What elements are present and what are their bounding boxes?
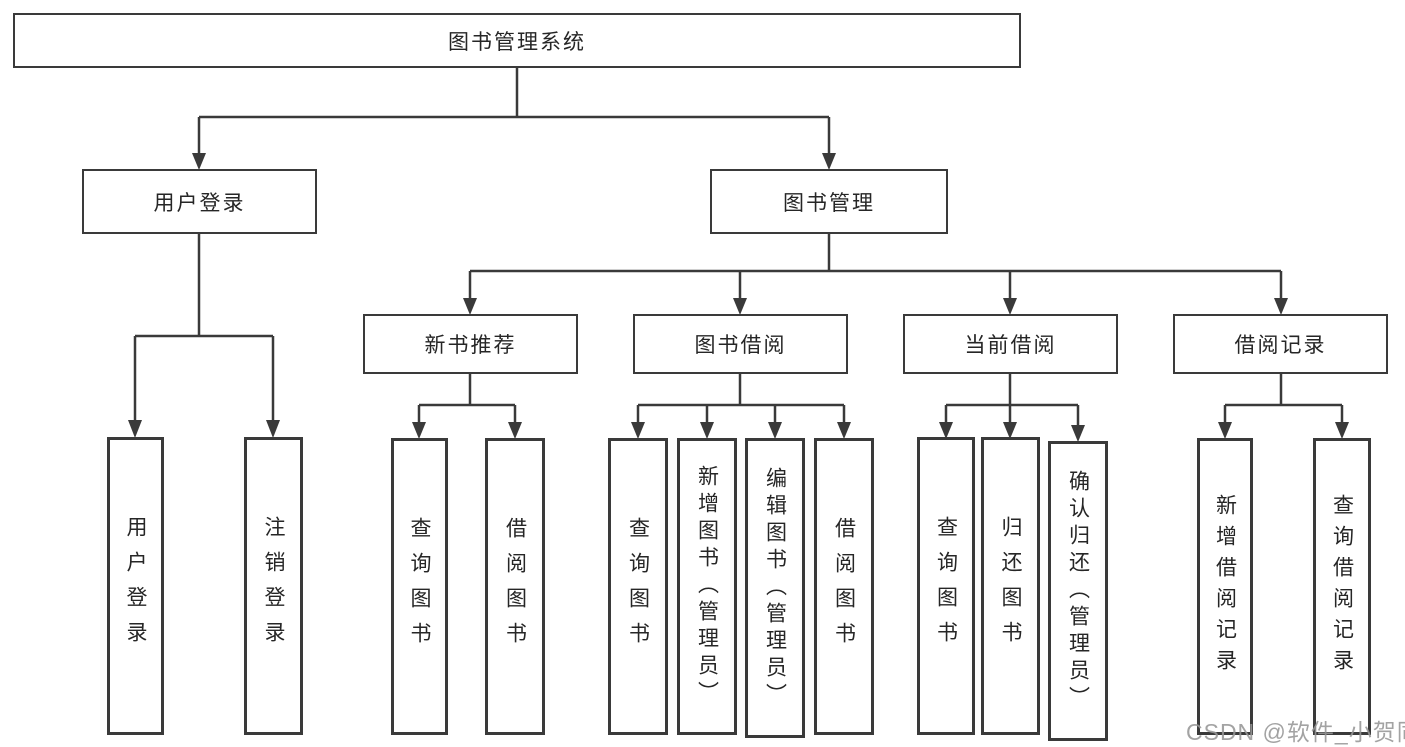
node-borrow-records: 借阅记录	[1173, 314, 1388, 374]
leaf-borrow-add-books-admin-label: 新增图书（管理员）	[695, 465, 719, 708]
leaf-records-add-record: 新增借阅记录	[1197, 438, 1253, 735]
leaf-records-add-record-label: 新增借阅记录	[1213, 493, 1237, 680]
leaf-current-return-books: 归还图书	[981, 437, 1040, 735]
node-user-login-label: 用户登录	[153, 191, 246, 215]
leaf-user-login-label: 用户登录	[124, 516, 147, 656]
leaf-borrow-borrow-books: 借阅图书	[814, 438, 874, 735]
leaf-newbook-borrow-books: 借阅图书	[485, 438, 545, 735]
node-book-management: 图书管理	[710, 169, 948, 234]
leaf-current-confirm-return-admin-label: 确认归还（管理员）	[1066, 469, 1090, 713]
leaf-current-confirm-return-admin: 确认归还（管理员）	[1048, 441, 1108, 741]
leaf-logout: 注销登录	[244, 437, 303, 735]
node-book-management-label: 图书管理	[783, 191, 875, 215]
node-borrow-records-label: 借阅记录	[1234, 334, 1327, 357]
leaf-records-query-record-label: 查询借阅记录	[1330, 493, 1354, 680]
leaf-borrow-query-books: 查询图书	[608, 438, 668, 735]
leaf-newbook-borrow-books-label: 借阅图书	[503, 516, 527, 657]
leaf-logout-label: 注销登录	[262, 516, 285, 656]
node-current-borrow-label: 当前借阅	[964, 334, 1057, 357]
leaf-borrow-edit-books-admin: 编辑图书（管理员）	[745, 438, 805, 738]
node-new-book-recommend: 新书推荐	[363, 314, 578, 374]
leaf-user-login: 用户登录	[107, 437, 164, 735]
leaf-borrow-edit-books-admin-label: 编辑图书（管理员）	[763, 466, 787, 710]
leaf-newbook-query-books: 查询图书	[391, 438, 448, 735]
leaf-newbook-query-books-label: 查询图书	[408, 516, 431, 657]
node-user-login: 用户登录	[82, 169, 317, 234]
node-root-label: 图书管理系统	[448, 30, 586, 54]
node-book-borrow: 图书借阅	[633, 314, 848, 374]
node-new-book-recommend-label: 新书推荐	[424, 334, 517, 357]
node-current-borrow: 当前借阅	[903, 314, 1118, 374]
csdn-watermark: CSDN @软件_小贺同学	[1186, 719, 1405, 745]
leaf-borrow-borrow-books-label: 借阅图书	[832, 516, 856, 657]
leaf-borrow-add-books-admin: 新增图书（管理员）	[677, 438, 737, 735]
leaf-borrow-query-books-label: 查询图书	[626, 516, 650, 657]
leaf-records-query-record: 查询借阅记录	[1313, 438, 1371, 735]
leaf-current-query-books-label: 查询图书	[934, 516, 958, 656]
leaf-current-query-books: 查询图书	[917, 437, 975, 735]
leaf-current-return-books-label: 归还图书	[999, 516, 1022, 656]
node-book-borrow-label: 图书借阅	[694, 334, 787, 357]
node-root: 图书管理系统	[13, 13, 1021, 68]
